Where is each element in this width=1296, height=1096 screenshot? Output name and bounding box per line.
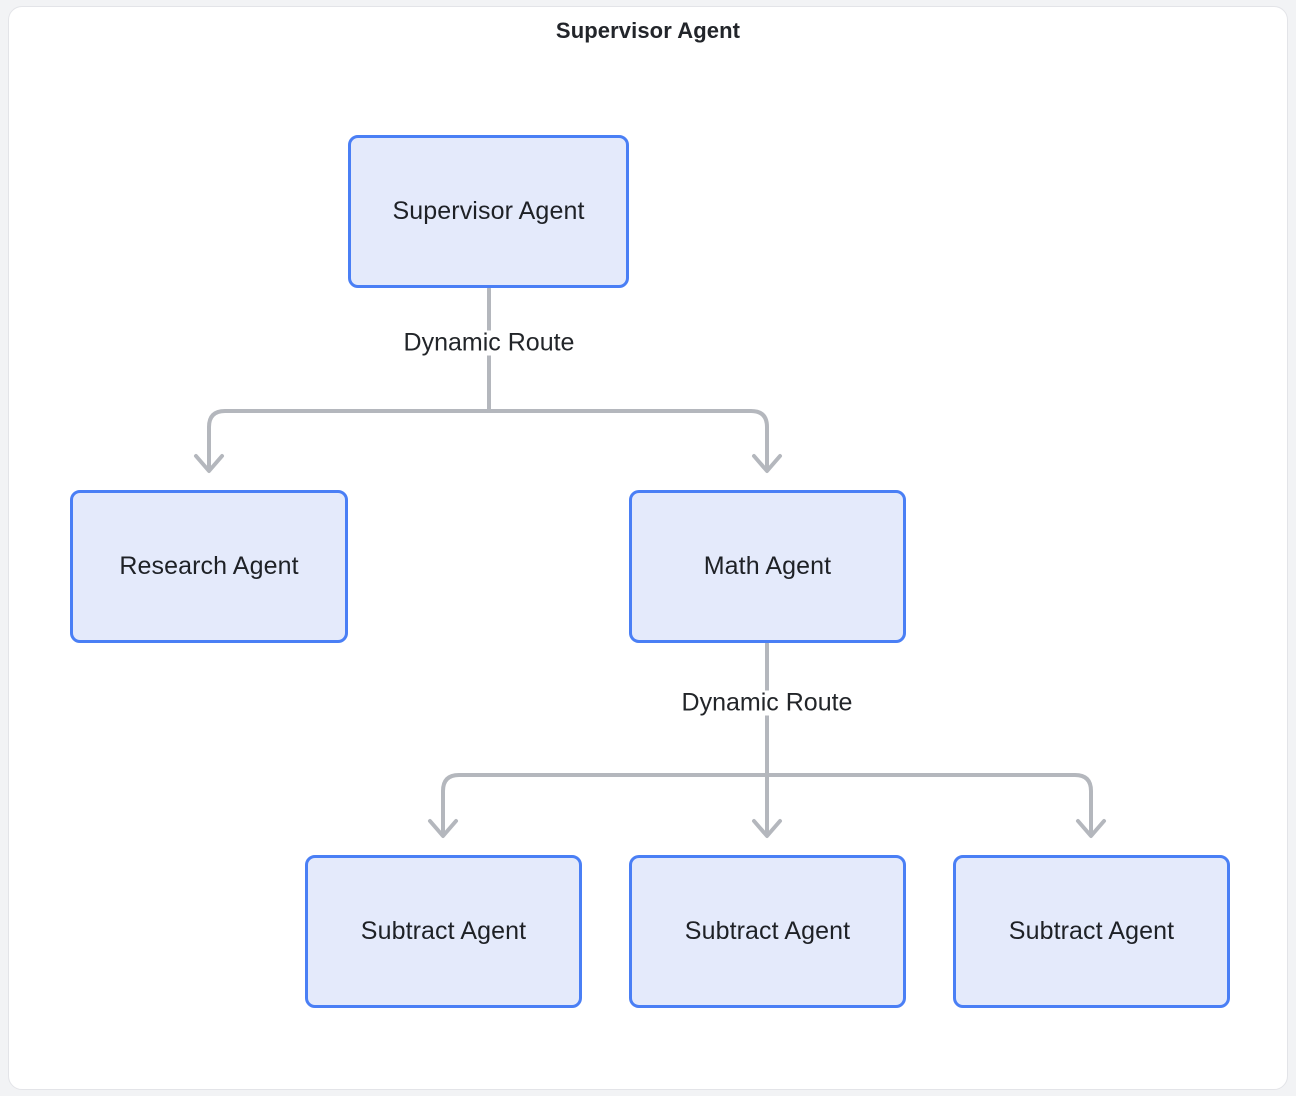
- node-research-agent[interactable]: Research Agent: [70, 490, 348, 643]
- node-subtract-agent-3[interactable]: Subtract Agent: [953, 855, 1230, 1008]
- node-subtract-agent-1[interactable]: Subtract Agent: [305, 855, 582, 1008]
- page-title: Supervisor Agent: [555, 18, 741, 43]
- node-label: Subtract Agent: [684, 917, 851, 945]
- edge-label-supervisor-route: Dynamic Route: [397, 330, 581, 356]
- node-label: Subtract Agent: [1008, 917, 1175, 945]
- node-math-agent[interactable]: Math Agent: [629, 490, 906, 643]
- node-supervisor-agent[interactable]: Supervisor Agent: [348, 135, 629, 288]
- node-label: Math Agent: [703, 552, 832, 580]
- node-subtract-agent-2[interactable]: Subtract Agent: [629, 855, 906, 1008]
- node-label: Supervisor Agent: [392, 197, 585, 225]
- edge-label-math-route: Dynamic Route: [675, 690, 859, 716]
- node-label: Research Agent: [119, 552, 299, 580]
- node-label: Subtract Agent: [360, 917, 527, 945]
